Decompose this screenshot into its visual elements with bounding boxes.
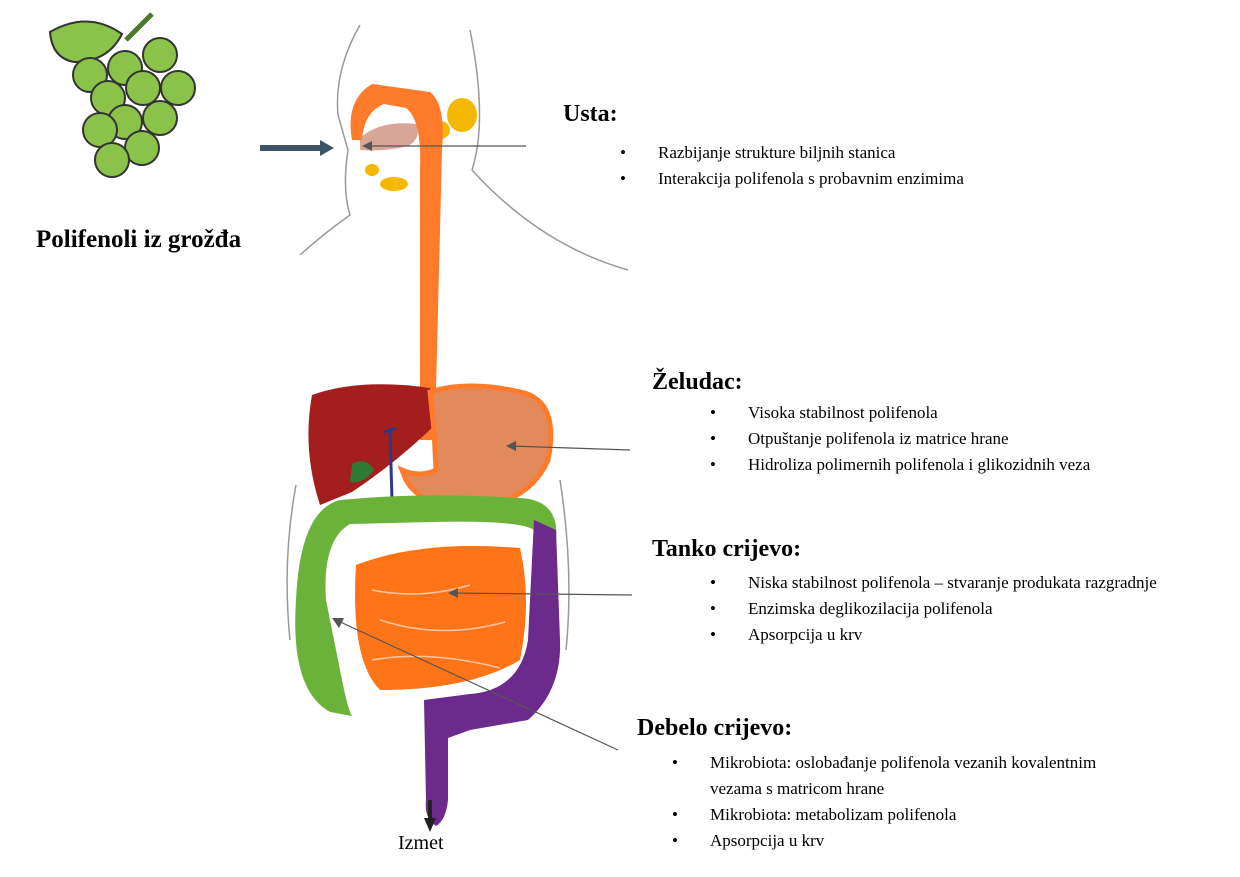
list-item: Mikrobiota: oslobađanje polifenola vezan… xyxy=(662,750,1112,802)
mouth-list: Razbijanje strukture biljnih stanica Int… xyxy=(610,140,964,192)
list-item: Razbijanje strukture biljnih stanica xyxy=(610,140,964,166)
grapes-icon xyxy=(50,14,195,177)
excretion-label: Izmet xyxy=(398,832,444,855)
small-intestine-list: Niska stabilnost polifenola – stvaranje … xyxy=(700,570,1220,648)
section-title-large-intestine: Debelo crijevo: xyxy=(637,715,792,742)
section-title-mouth: Usta: xyxy=(563,101,618,128)
list-item: Niska stabilnost polifenola – stvaranje … xyxy=(700,570,1220,596)
list-item: Otpuštanje polifenola iz matrice hrane xyxy=(700,426,1090,452)
list-item: Hidroliza polimernih polifenola i glikoz… xyxy=(700,452,1090,478)
list-item: Apsorpcija u krv xyxy=(662,828,1112,854)
large-intestine-list: Mikrobiota: oslobađanje polifenola vezan… xyxy=(662,750,1112,854)
section-title-stomach: Želudac: xyxy=(652,369,743,396)
grapes-label: Polifenoli iz grožđa xyxy=(36,226,241,254)
list-item: Mikrobiota: metabolizam polifenola xyxy=(662,802,1112,828)
section-title-small-intestine: Tanko crijevo: xyxy=(652,536,801,563)
list-item: Apsorpcija u krv xyxy=(700,622,1220,648)
list-item: Interakcija polifenola s probavnim enzim… xyxy=(610,166,964,192)
intake-arrow-icon xyxy=(260,140,334,156)
list-item: Enzimska deglikozilacija polifenola xyxy=(700,596,1220,622)
stomach-list: Visoka stabilnost polifenola Otpuštanje … xyxy=(700,400,1090,478)
list-item: Visoka stabilnost polifenola xyxy=(700,400,1090,426)
